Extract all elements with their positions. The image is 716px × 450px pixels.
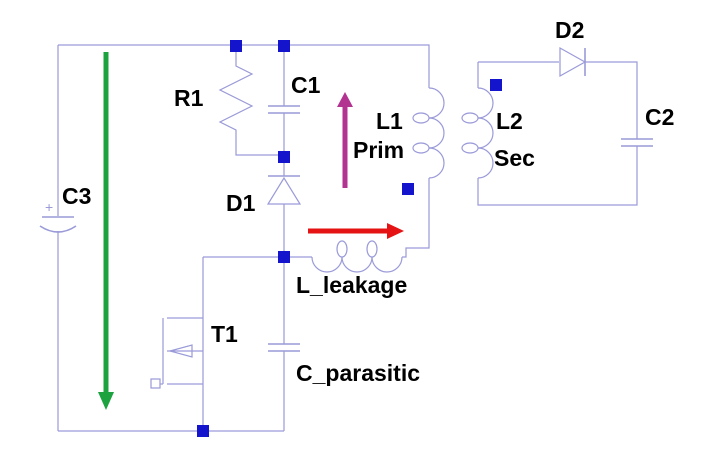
t1-body-arrow xyxy=(167,344,193,358)
d2-triangle xyxy=(559,46,587,78)
l-leakage-right-lead xyxy=(402,178,430,258)
label-l1: L1 xyxy=(376,108,403,134)
l1-loop-1 xyxy=(412,112,430,124)
l-leakage-coil xyxy=(311,256,403,273)
l-leakage-loop-2 xyxy=(366,240,378,258)
node-top-c1 xyxy=(278,40,290,52)
capacitor-c-parasitic-symbol xyxy=(268,257,300,431)
d1-triangle xyxy=(266,176,302,205)
label-l2: L2 xyxy=(496,108,523,134)
c3-curved-plate xyxy=(39,225,77,233)
label-c1: C1 xyxy=(291,72,321,98)
label-r1: R1 xyxy=(174,85,204,111)
purple-arrow-head xyxy=(337,92,353,107)
l1-polarity-dot xyxy=(402,183,414,195)
label-d1: D1 xyxy=(226,190,256,216)
capacitor-c1-symbol xyxy=(268,46,300,157)
label-t1: T1 xyxy=(211,321,238,347)
node-snubber-mid xyxy=(278,151,290,163)
secondary-bottom-wire xyxy=(477,146,638,206)
label-d2: D2 xyxy=(555,17,585,43)
label-c3: C3 xyxy=(62,183,92,209)
label-l1-prim: Prim xyxy=(353,137,405,163)
l2-loop-1 xyxy=(461,112,479,124)
inductor-l1-primary-symbol xyxy=(412,87,445,179)
label-c2: C2 xyxy=(645,104,675,130)
node-switch xyxy=(278,251,290,263)
l2-loop-2 xyxy=(461,142,479,154)
purple-up-arrow xyxy=(337,92,353,188)
node-top-r1 xyxy=(230,40,242,52)
l1-coil xyxy=(428,87,445,179)
label-c-parasitic: C_parasitic xyxy=(296,360,421,386)
primary-wires xyxy=(57,44,430,432)
l1-loop-2 xyxy=(412,142,430,154)
mosfet-t1-symbol xyxy=(150,317,204,389)
l2-coil xyxy=(477,87,494,179)
diode-d2-symbol xyxy=(559,46,587,78)
top-rail-wire xyxy=(58,44,430,88)
t1-gate-terminal-square xyxy=(150,378,161,389)
inductor-l2-secondary-symbol xyxy=(461,87,494,179)
label-l2-sec: Sec xyxy=(494,145,535,171)
secondary-wires xyxy=(477,61,638,206)
diode-d1-symbol xyxy=(266,157,302,257)
capacitor-c2-symbol xyxy=(621,138,653,147)
resistor-r1-symbol xyxy=(218,46,284,156)
capacitor-c3-symbol: + xyxy=(39,199,77,233)
l2-polarity-dot xyxy=(490,79,502,91)
node-bottom-rail xyxy=(197,425,209,437)
c3-polarity-plus: + xyxy=(45,199,53,215)
label-l-leakage: L_leakage xyxy=(296,272,408,298)
green-down-arrow xyxy=(98,52,114,410)
junction-nodes xyxy=(197,40,502,437)
red-arrow-head xyxy=(387,223,404,239)
green-arrow-head xyxy=(98,392,114,410)
l-leakage-loop-1 xyxy=(336,240,348,258)
red-right-arrow xyxy=(308,223,404,239)
secondary-top-right-wire xyxy=(585,61,638,139)
